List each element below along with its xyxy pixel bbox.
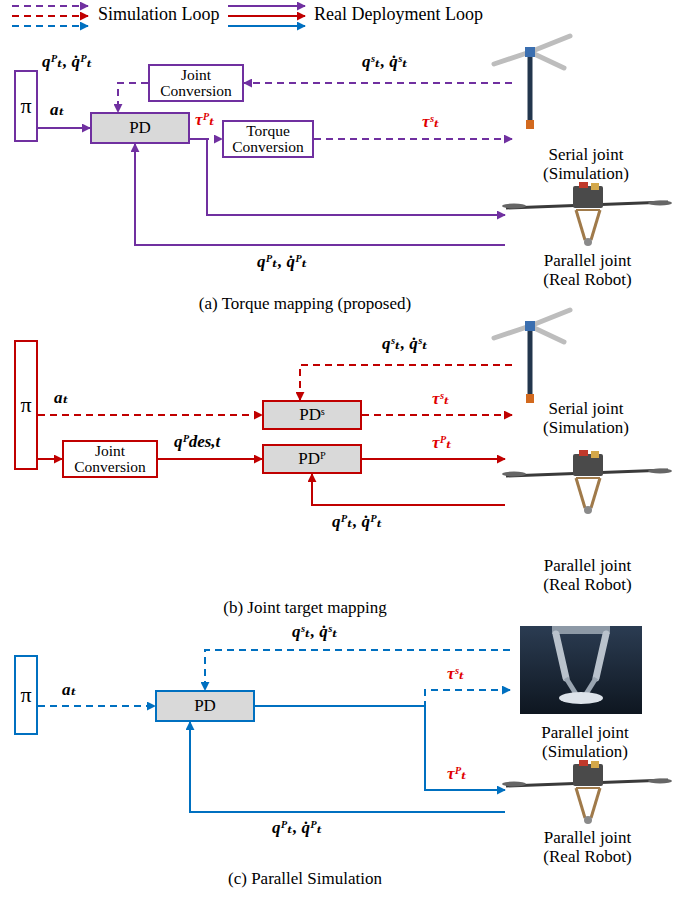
connector: [190, 722, 505, 812]
node-text: Serial joint (Simulation): [528, 145, 644, 184]
node-text: π: [20, 392, 31, 417]
connector: [312, 474, 505, 505]
legend-sample: [228, 25, 305, 27]
subfigure-caption: (a) Torque mapping (proposed): [197, 294, 413, 314]
connector: [362, 414, 512, 416]
signal-label: qᴾₜ, q̇ᴾₜ: [40, 52, 95, 72]
subfigure-caption: (b) Joint target mapping: [221, 598, 389, 618]
node-text: Parallel joint (Real Robot): [530, 556, 646, 595]
robot-figure-node: Parallel joint (Real Robot): [505, 765, 670, 867]
node-text: Serial joint (Simulation): [528, 399, 644, 438]
robot-figure-node: Serial joint (Simulation): [512, 34, 660, 184]
serial-joint-figure: [494, 310, 570, 403]
signal-label: τᴾₜ: [445, 764, 469, 784]
connector: [244, 82, 512, 84]
platform: [559, 692, 603, 704]
node-text: PD: [129, 118, 151, 138]
link: [586, 678, 596, 694]
pd-controller-box: PD: [155, 690, 255, 722]
robot-figure-node: Parallel joint (Simulation): [510, 622, 660, 762]
policy-box: π: [14, 70, 38, 142]
signal-label: τᴾₜ: [430, 433, 454, 453]
signal-label: τˢₜ: [430, 389, 452, 409]
legend-sample: [228, 15, 305, 17]
connector: [38, 414, 262, 416]
parallel-sim-render: [520, 626, 642, 714]
node-text: Joint Conversion: [154, 67, 238, 100]
connector: [362, 458, 505, 460]
node-text: π: [20, 682, 31, 707]
conversion-box: Joint Conversion: [148, 64, 244, 102]
pd-controller-box: PDᴾ: [262, 444, 362, 474]
node-text: Parallel joint (Real Robot): [530, 828, 646, 867]
connector: [38, 705, 155, 707]
pd-controller-box: PDˢ: [262, 400, 362, 430]
signal-label: qˢₜ, q̇ˢₜ: [290, 622, 340, 642]
policy-box: π: [14, 655, 38, 735]
legend-text: Real Deployment Loop: [314, 4, 483, 25]
connector: [255, 706, 505, 790]
robot-figure-node: Serial joint (Simulation): [512, 312, 660, 438]
signal-label: aₜ: [52, 388, 71, 408]
node-text: Parallel joint (Simulation): [527, 723, 643, 762]
frame: [552, 626, 610, 634]
link: [566, 678, 576, 694]
connector: [38, 458, 62, 460]
signal-label: qˢₜ, q̇ˢₜ: [380, 334, 430, 354]
node-text: Joint Conversion: [68, 443, 152, 476]
pd-controller-box: PD: [90, 112, 190, 144]
policy-box: π: [14, 340, 38, 470]
node-text: Torque Conversion: [228, 123, 308, 156]
signal-label: τˢₜ: [420, 112, 442, 132]
connector: [300, 365, 512, 400]
conversion-box: Torque Conversion: [222, 120, 314, 158]
signal-label: qᴾdes,t: [172, 432, 222, 452]
conversion-box: Joint Conversion: [62, 440, 158, 478]
signal-label: τˢₜ: [445, 664, 467, 684]
subfigure-caption: (c) Parallel Simulation: [226, 869, 384, 889]
connector: [255, 690, 510, 706]
node-text: PDᴾ: [298, 449, 325, 469]
legend-sample: [228, 5, 305, 7]
robot-figure: [502, 182, 672, 246]
legend-sample: [12, 25, 88, 27]
connector: [158, 458, 262, 460]
render-background: [520, 626, 642, 714]
signal-label: qᴾₜ, q̇ᴾₜ: [255, 252, 310, 272]
robot-figure: [502, 760, 672, 824]
legend-sample: [12, 5, 88, 7]
legend-text: Simulation Loop: [98, 4, 220, 25]
signal-label: aₜ: [48, 100, 67, 120]
node-text: PD: [194, 696, 216, 716]
connector: [38, 127, 90, 129]
connector: [135, 144, 505, 245]
signal-label: qᴾₜ, q̇ᴾₜ: [270, 818, 325, 838]
connector: [205, 650, 510, 690]
link: [556, 634, 566, 678]
signal-label: qˢₜ, q̇ˢₜ: [360, 52, 410, 72]
robot-figure: [502, 450, 672, 514]
signal-label: aₜ: [60, 680, 79, 700]
connector: [314, 138, 512, 140]
node-text: PDˢ: [299, 405, 324, 425]
legend-sample: [12, 15, 88, 17]
robot-figure-node: Parallel joint (Real Robot): [505, 190, 670, 290]
signal-label: τᴾₜ: [193, 110, 217, 130]
node-text: π: [20, 93, 31, 118]
node-text: Parallel joint (Real Robot): [530, 251, 646, 290]
connector: [118, 83, 148, 112]
signal-label: qᴾₜ, q̇ᴾₜ: [330, 512, 385, 532]
robot-figure-node: Parallel joint (Real Robot): [505, 442, 670, 595]
link: [596, 634, 606, 678]
